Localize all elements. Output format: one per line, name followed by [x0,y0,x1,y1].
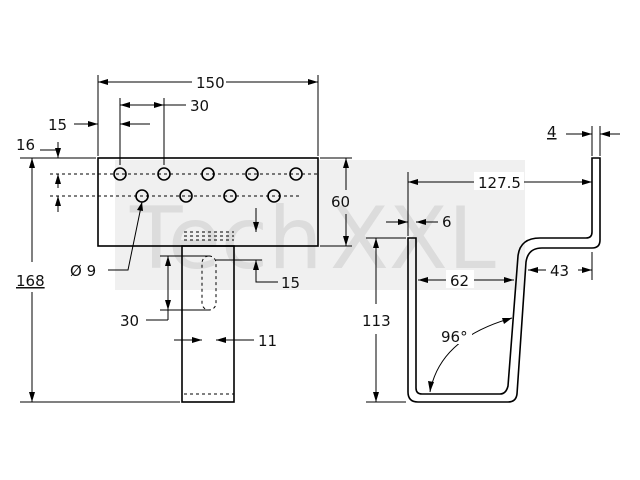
arrowhead [373,238,379,248]
arrowhead [504,277,514,283]
arrowhead [120,121,130,127]
arrowhead [154,102,164,108]
arrowhead [55,148,61,158]
dim-hole-diameter: Ø 9 [70,262,96,280]
arrowhead [343,158,349,168]
arrowhead [216,337,226,343]
arrowhead [55,174,61,184]
arrowhead [253,222,259,232]
dim-stem-offset: 15 [281,274,300,292]
dim-side-depth: 62 [450,272,469,290]
dim-bend-angle: 96° [441,328,468,346]
watermark-text-tech: Tech [129,189,323,289]
arrowhead [528,267,538,273]
hole [245,167,259,181]
dim-side-height: 113 [362,312,391,330]
arrowhead [428,381,434,392]
arrowhead [55,196,61,206]
dim-total-height: 168 [16,272,45,290]
dim-side-reach: 127.5 [478,174,521,192]
arrowhead [582,267,592,273]
arrowhead [600,131,610,137]
arrowhead [502,318,512,324]
arrowhead [192,337,202,343]
arrowhead [343,236,349,246]
arrowhead [88,121,98,127]
dim-side-gap: 6 [442,213,452,231]
side-view: 4 127.5 6 113 62 43 [362,123,620,403]
dim-stem-hole-spacing: 30 [120,312,139,330]
dim-left-offset: 15 [48,116,67,134]
dim-width-total: 150 [196,74,225,92]
label-bg [438,326,472,344]
hole [179,189,193,203]
hole [113,167,127,181]
angle-arc [429,317,513,393]
stem [181,245,235,403]
dim-plate-height: 60 [331,193,350,211]
label-bg [474,172,524,190]
arrowhead [373,392,379,402]
arrowhead [137,202,143,211]
dim-hole-offset: 30 [190,97,209,115]
arrowhead [120,102,130,108]
arrowhead [165,300,171,310]
arrowhead [98,79,108,85]
arrowhead [418,277,428,283]
front-view: 150 30 15 16 60 [16,72,352,403]
dim-side-thickness: 4 [547,123,557,141]
arrowhead [253,260,259,270]
leader [108,201,143,271]
arrowhead [308,79,318,85]
arrowhead [408,179,418,185]
label-bg [192,72,226,90]
dim-top-offset: 16 [16,136,35,154]
arrowhead [29,158,35,168]
bracket-profile [407,157,601,403]
arrowhead [416,219,426,225]
label-bg [446,270,474,288]
dim-side-offset: 43 [550,262,569,280]
arrowhead [29,392,35,402]
arrowhead [582,131,592,137]
arrowhead [398,219,408,225]
arrowhead [165,256,171,266]
arrowhead [582,179,592,185]
dim-stem-width: 11 [258,332,277,350]
